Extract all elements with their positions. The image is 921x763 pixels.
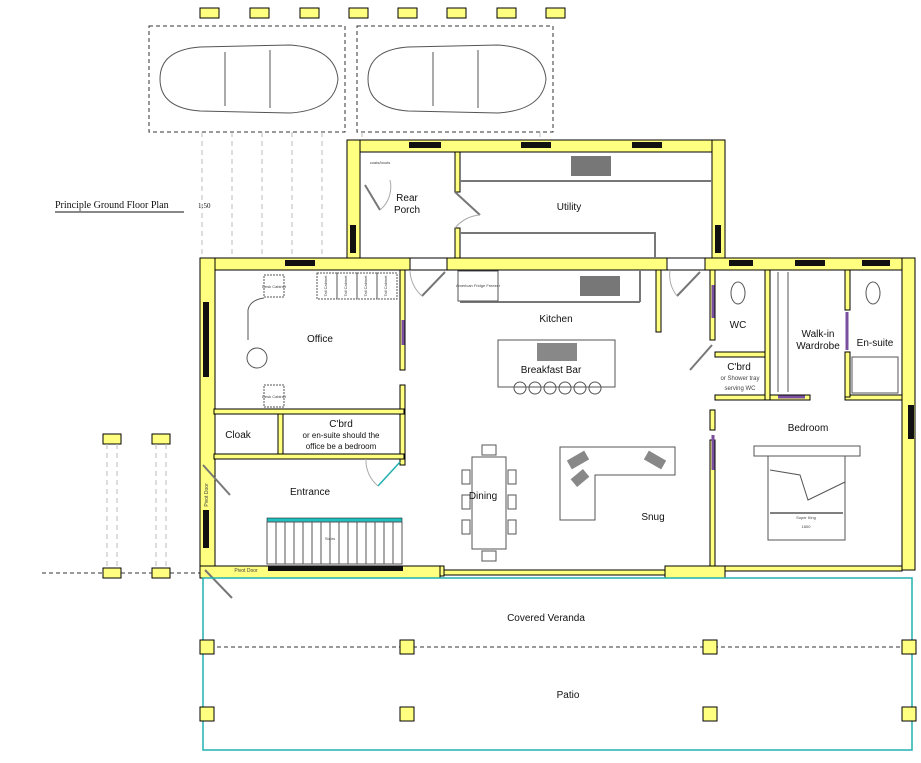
staircase: Stairs xyxy=(266,517,403,565)
dining-table xyxy=(461,444,517,562)
veranda xyxy=(199,577,917,751)
svg-text:office be a bedroom: office be a bedroom xyxy=(306,442,377,451)
office-chair-icon xyxy=(246,347,268,369)
hob-icon xyxy=(537,343,577,361)
svg-text:1800: 1800 xyxy=(802,524,812,529)
pivot-door-label: Pivot Door xyxy=(204,483,210,507)
office-fixtures: Desk Cabinet Desk Cabinet Tall Cabinet T… xyxy=(246,272,398,408)
car-icon xyxy=(367,44,547,114)
car-bay-2 xyxy=(356,25,554,133)
sink-icon xyxy=(571,156,611,176)
svg-text:serving WC: serving WC xyxy=(724,386,756,392)
room-snug: Snug xyxy=(641,512,664,523)
fridge-label: American Fridge Freezer xyxy=(456,283,501,288)
svg-text:Tall Cabinet: Tall Cabinet xyxy=(363,275,368,297)
room-office: Office xyxy=(307,334,333,345)
room-walk-in-wardrobe: Walk-in xyxy=(802,329,835,340)
room-rear-porch: Porch xyxy=(394,205,420,216)
area-patio: Patio xyxy=(557,690,580,701)
svg-text:or en-suite should the: or en-suite should the xyxy=(303,431,380,440)
room-bedroom: Bedroom xyxy=(788,423,829,434)
breakfast-bar xyxy=(497,339,616,395)
bathroom-fixtures xyxy=(730,272,899,394)
area-covered-veranda: Covered Veranda xyxy=(507,613,585,624)
breakfast-bar-label: Breakfast Bar xyxy=(521,365,582,376)
svg-text:Tall Cabinet: Tall Cabinet xyxy=(383,275,388,297)
bed: Super King 1800 xyxy=(753,445,861,541)
parking-bollards xyxy=(199,7,566,19)
windows xyxy=(203,142,914,571)
svg-text:Desk Cabinet: Desk Cabinet xyxy=(262,394,287,399)
room-kitchen: Kitchen xyxy=(539,314,572,325)
room-rear-porch: Rear xyxy=(396,193,418,204)
plan-scale: 1:50 xyxy=(198,202,211,210)
toilet-icon xyxy=(865,281,881,305)
stairs-label: Stairs xyxy=(325,536,335,541)
svg-text:Wardrobe: Wardrobe xyxy=(796,341,840,352)
counters: American Fridge Freezer xyxy=(456,156,712,303)
room-cupboard-wc: C'brd xyxy=(727,362,751,373)
car-bay-1 xyxy=(148,25,346,133)
room-entrance: Entrance xyxy=(290,487,330,498)
svg-text:Tall Cabinet: Tall Cabinet xyxy=(343,275,348,297)
svg-text:Tall Cabinet: Tall Cabinet xyxy=(323,275,328,297)
sofa xyxy=(559,446,676,521)
sink-icon xyxy=(580,276,620,296)
room-en-suite: En-suite xyxy=(857,338,894,349)
room-cupboard: C'brd xyxy=(329,419,353,430)
left-posts xyxy=(42,433,200,579)
room-dining: Dining xyxy=(469,491,497,502)
room-wc: WC xyxy=(730,320,747,331)
svg-text:or Shower tray: or Shower tray xyxy=(720,376,759,382)
coats-label: coats/boots xyxy=(370,160,390,165)
toilet-icon xyxy=(730,281,746,305)
room-cloak: Cloak xyxy=(225,430,252,441)
car-icon xyxy=(159,44,339,114)
shower-tray-icon xyxy=(851,356,899,394)
doors xyxy=(202,179,849,599)
svg-text:Desk Cabinet: Desk Cabinet xyxy=(262,284,287,289)
pivot-door-label: Pivot Door xyxy=(234,568,258,574)
svg-text:Super King: Super King xyxy=(796,515,816,520)
room-labels: Rear Porch Utility Office Kitchen Breakf… xyxy=(225,193,894,701)
room-utility: Utility xyxy=(557,202,581,213)
plan-title: Principle Ground Floor Plan xyxy=(55,200,169,211)
